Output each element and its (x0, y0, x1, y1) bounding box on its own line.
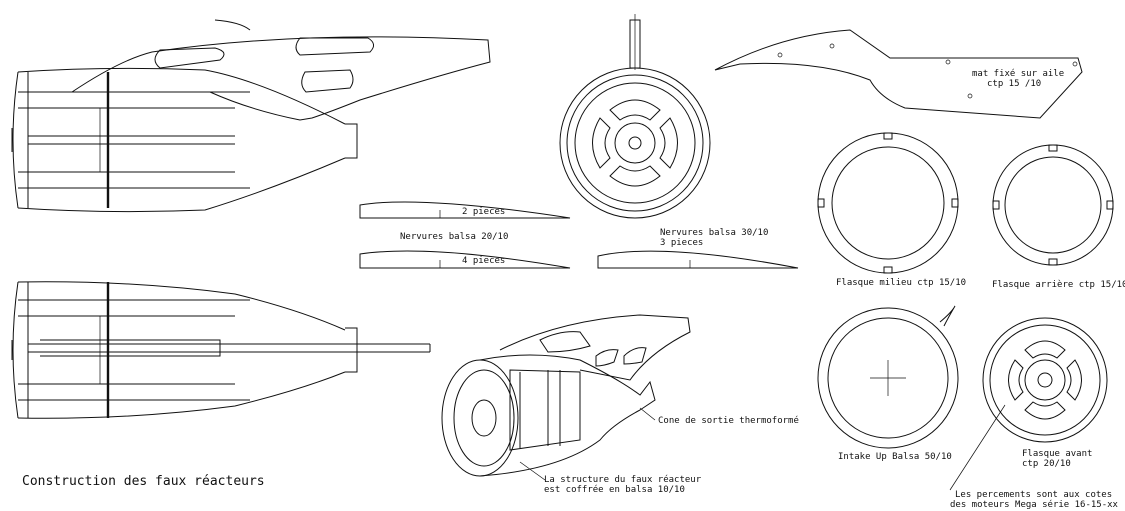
side-view-top (11, 19, 491, 213)
front-flange-with-mount (559, 14, 711, 219)
label-flange-middle: Flasque milieu ctp 15/10 (836, 278, 967, 288)
intake-ring (817, 305, 959, 449)
rear-flange (992, 144, 1114, 266)
label-ribs-balsa-20: Nervures balsa 20/10 (400, 232, 509, 242)
assembly-view (441, 314, 691, 481)
label-flange-front-line1: Flasque avant (1022, 449, 1093, 459)
side-view-bottom (11, 281, 431, 419)
label-ribs-4: 4 pieces (462, 256, 506, 266)
label-ribs-balsa-30-line1: Nervures balsa 30/10 (660, 228, 769, 238)
label-structure-line2: est coffrée en balsa 10/10 (544, 485, 685, 495)
drawing-title: Construction des faux réacteurs (22, 474, 265, 489)
label-mast-line1: mat fixé sur aile (972, 69, 1065, 79)
label-ribs-balsa-30-line2: 3 pieces (660, 238, 704, 248)
wing-mast (714, 29, 1083, 119)
label-ribs-2: 2 pieces (462, 207, 506, 217)
label-flange-rear: Flasque arrière ctp 15/10 (992, 280, 1125, 290)
leader-line-holes (949, 404, 1006, 491)
label-structure-line1: La structure du faux réacteur (544, 475, 702, 485)
label-holes-line1: Les percements sont aux cotes (955, 490, 1113, 500)
label-exit-cone: Cone de sortie thermoformé (658, 416, 799, 426)
ribs (359, 201, 799, 269)
front-flange (982, 317, 1108, 443)
middle-flange (817, 132, 959, 274)
label-mast-line2: ctp 15 /10 (987, 79, 1042, 89)
label-intake: Intake Up Balsa 50/10 (838, 452, 952, 462)
label-flange-front-line2: ctp 20/10 (1022, 459, 1071, 469)
label-holes-line2: des moteurs Mega série 16-15-xx (950, 500, 1118, 510)
